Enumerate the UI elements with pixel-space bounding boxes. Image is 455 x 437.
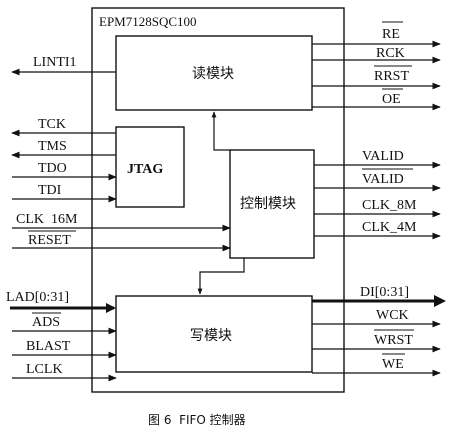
ads-signal-label: ADS <box>32 315 60 330</box>
control-module-label: 控制模块 <box>240 196 296 212</box>
tck-signal-label: TCK <box>38 117 66 132</box>
rck-signal-label: RCK <box>376 46 405 61</box>
linti-signal-label: LINTI1 <box>33 55 77 70</box>
lad-bus-arrowhead <box>106 303 116 313</box>
di-bus-arrowhead <box>434 295 446 307</box>
lad-bus-label: LAD[0:31] <box>6 290 69 305</box>
write-module-box <box>115 295 313 373</box>
read-module-box <box>115 35 313 111</box>
valid-n-signal-label: VALID <box>362 172 404 187</box>
wck-signal-label: WCK <box>376 308 409 323</box>
re-signal-label: RE <box>382 27 400 42</box>
blast-signal-label: BLAST <box>26 339 71 354</box>
we-signal-label: WE <box>382 357 404 372</box>
wrst-signal-label: WRST <box>374 333 413 348</box>
chip-title: EPM7128SQC100 <box>99 14 197 29</box>
control-module-box <box>229 149 315 259</box>
clk8-signal-label: CLK_8M <box>362 198 417 213</box>
figure-caption: 图 6 FIFO 控制器 <box>148 413 246 427</box>
jtag-module-box <box>115 126 185 208</box>
tms-signal-label: TMS <box>38 139 67 154</box>
tdi-signal-label: TDI <box>38 183 62 198</box>
write-module-label: 写模块 <box>190 328 232 344</box>
rrst-signal-label: RRST <box>374 69 409 84</box>
jtag-module-label: JTAG <box>127 162 163 177</box>
lclk-signal-label: LCLK <box>26 362 63 377</box>
control-to-write-link <box>197 258 245 295</box>
oe-signal-label: OE <box>382 92 401 107</box>
reset-signal-label: RESET <box>28 233 71 248</box>
clk16-signal-label: CLK 16M <box>16 212 78 227</box>
tdo-signal-label: TDO <box>38 161 67 176</box>
valid-signal-label: VALID <box>362 149 404 164</box>
clk4-signal-label: CLK_4M <box>362 220 417 235</box>
control-to-read-link <box>211 111 230 151</box>
read-module-label: 读模块 <box>192 65 234 82</box>
di-bus-label: DI[0:31] <box>360 285 409 300</box>
